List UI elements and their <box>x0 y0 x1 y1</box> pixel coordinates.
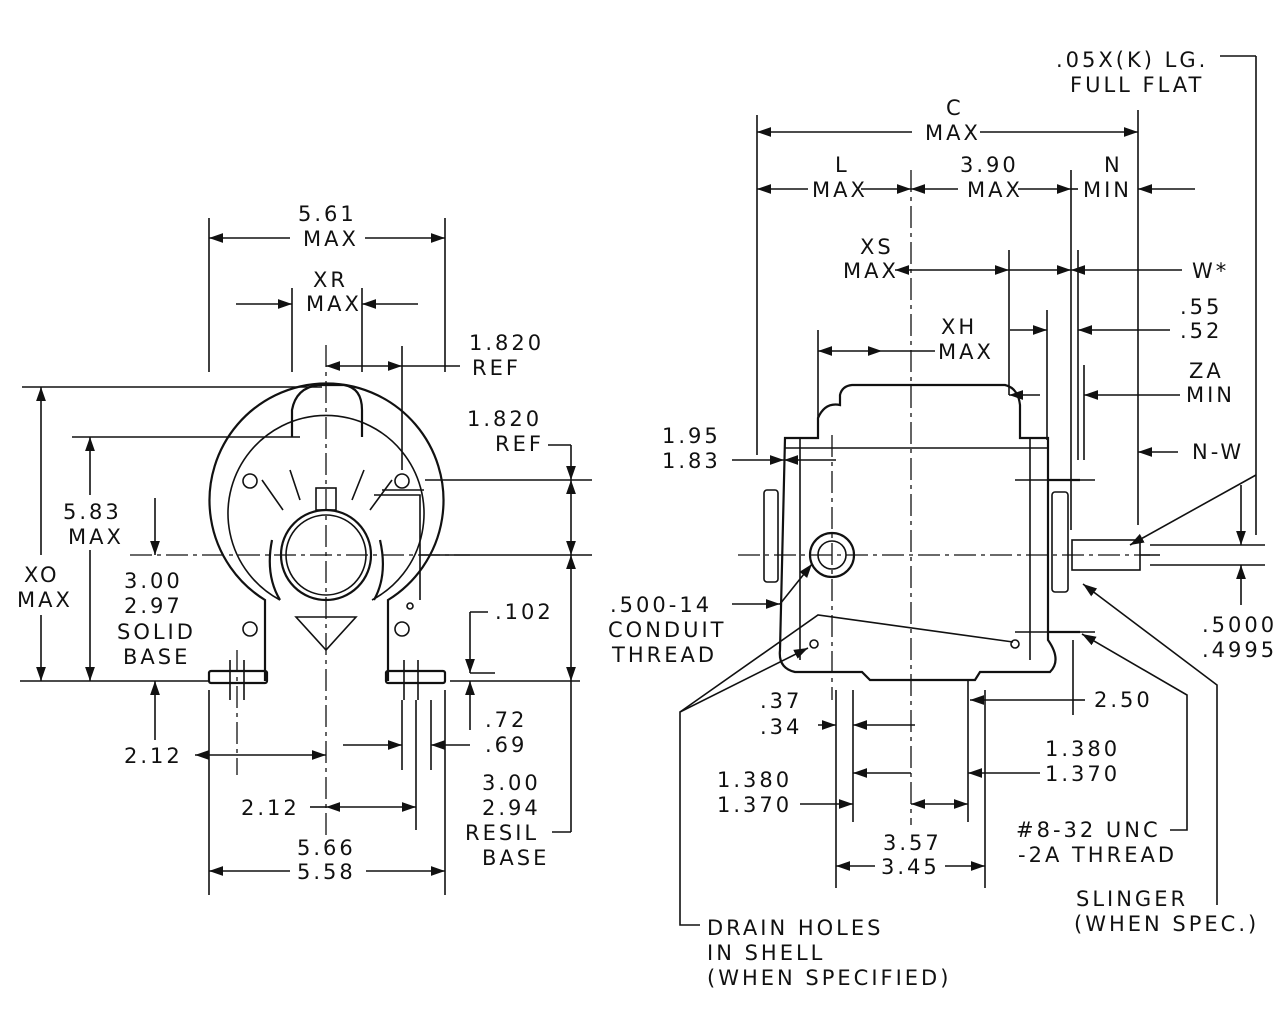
resil-line1: RESIL <box>465 821 539 845</box>
width-max-value: 5.61 <box>298 202 357 226</box>
right-1-370: 1.370 <box>1045 762 1120 786</box>
n-label: N <box>1104 153 1123 177</box>
za-label: ZA <box>1189 359 1224 383</box>
solid-base-line2: BASE <box>123 645 190 669</box>
d-3-57: 3.57 <box>883 831 942 855</box>
height-max-value: 5.83 <box>63 500 122 524</box>
solid-base-hi: 3.00 <box>124 569 183 593</box>
left-2-12: 2.12 <box>124 744 183 768</box>
w-label: W* <box>1192 259 1229 283</box>
drain-line3: (WHEN SPECIFIED) <box>707 966 951 990</box>
left-1-370: 1.370 <box>717 793 792 817</box>
d-1-83: 1.83 <box>662 449 721 473</box>
ref1-value: 1.820 <box>469 331 544 355</box>
n-unit: MIN <box>1083 178 1132 202</box>
base-width-hi: 5.66 <box>297 836 356 860</box>
full-flat-line2: FULL FLAT <box>1070 73 1204 97</box>
shaft-dia-lo: .4995 <box>1202 638 1277 662</box>
xr-label: XR <box>313 268 348 292</box>
shaft-dia-hi: .5000 <box>1202 613 1277 637</box>
solid-base-lo: 2.97 <box>124 594 183 618</box>
d-37: .37 <box>760 689 802 713</box>
d-3-90-unit: MAX <box>967 178 1023 202</box>
xs-label: XS <box>860 235 894 259</box>
resil-lo: 2.94 <box>482 796 541 820</box>
resil-hi: 3.00 <box>482 771 541 795</box>
slinger-line2: (WHEN SPEC.) <box>1074 912 1259 936</box>
thread-line1: #8-32 UNC <box>1016 818 1161 842</box>
d-3-45: 3.45 <box>881 855 940 879</box>
xh-unit: MAX <box>938 340 994 364</box>
resil-line2: BASE <box>482 846 549 870</box>
height-max-unit: MAX <box>68 525 124 549</box>
xo-label: XO <box>24 563 60 587</box>
slinger-line1: SLINGER <box>1076 887 1188 911</box>
xr-unit: MAX <box>306 292 362 316</box>
c-label: C <box>946 96 964 120</box>
xo-unit: MAX <box>17 588 73 612</box>
l-unit: MAX <box>812 178 868 202</box>
base-width-lo: 5.58 <box>297 860 356 884</box>
d-3-90: 3.90 <box>960 153 1019 177</box>
left-1-380: 1.380 <box>717 768 792 792</box>
thread-line2: -2A THREAD <box>1018 843 1177 867</box>
base-gap-value: .102 <box>495 600 554 624</box>
n-w-label: N-W <box>1192 440 1244 464</box>
slot-hi: .72 <box>485 708 527 732</box>
ref2-unit: REF <box>495 432 544 456</box>
conduit-line2: CONDUIT <box>608 618 726 642</box>
d-2-50: 2.50 <box>1094 688 1153 712</box>
bottom-2-12: 2.12 <box>241 796 300 820</box>
d-55: .55 <box>1180 295 1222 319</box>
right-1-380: 1.380 <box>1045 737 1120 761</box>
l-label: L <box>835 153 850 177</box>
c-unit: MAX <box>925 121 981 145</box>
conduit-line1: .500-14 <box>610 593 712 617</box>
conduit-line3: THREAD <box>611 643 717 667</box>
d-1-95: 1.95 <box>662 424 721 448</box>
slot-lo: .69 <box>485 733 527 757</box>
full-flat-line1: .05X(K) LG. <box>1056 48 1208 72</box>
za-unit: MIN <box>1186 383 1235 407</box>
xh-label: XH <box>941 315 977 339</box>
front-view <box>20 218 592 895</box>
ref1-unit: REF <box>472 356 521 380</box>
width-max-unit: MAX <box>303 227 359 251</box>
d-52: .52 <box>1180 319 1222 343</box>
xs-unit: MAX <box>843 259 899 283</box>
solid-base-line1: SOLID <box>117 620 196 644</box>
drain-line1: DRAIN HOLES <box>707 916 883 940</box>
ref2-value: 1.820 <box>467 407 542 431</box>
drain-line2: IN SHELL <box>707 941 825 965</box>
side-view <box>679 55 1265 926</box>
d-34: .34 <box>760 715 802 739</box>
